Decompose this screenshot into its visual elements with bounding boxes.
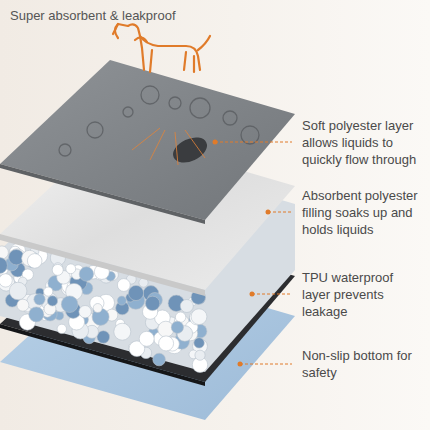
callout-text: TPU waterproof layer prevents leakage [302, 269, 420, 320]
bead [180, 300, 193, 313]
bead [145, 296, 159, 310]
bead [117, 279, 130, 292]
bead [0, 246, 8, 259]
top-edge [0, 164, 205, 224]
bead [61, 296, 78, 313]
bead [195, 350, 205, 360]
bead [27, 254, 42, 269]
absorbent-edge [0, 234, 205, 296]
callout-text: Non-slip bottom for safety [302, 347, 420, 381]
callout-text: Absorbent polyester filling soaks up and… [302, 187, 420, 238]
bead [0, 274, 12, 287]
bead [93, 304, 102, 313]
bead [194, 338, 204, 348]
leader-dots [213, 140, 271, 367]
bead [57, 324, 66, 333]
bead [66, 264, 76, 274]
bead [47, 296, 57, 306]
bead [52, 264, 63, 275]
top-pattern [59, 86, 259, 156]
bead [17, 299, 29, 311]
bead [114, 323, 131, 340]
bead [79, 267, 93, 281]
bead [97, 331, 110, 344]
dog-icon [113, 24, 210, 72]
bead [171, 321, 183, 333]
bead [79, 306, 91, 318]
bead [175, 312, 185, 322]
bead [0, 257, 7, 273]
bead [159, 336, 174, 351]
bead [34, 294, 45, 305]
bead [117, 296, 126, 305]
bead [29, 307, 44, 322]
liquid-rays [132, 128, 205, 165]
leader-lines [215, 142, 292, 364]
top-layer [0, 60, 295, 220]
bead [139, 331, 154, 346]
bead [128, 285, 143, 300]
callout-text: Soft polyester layer allows liquids to q… [302, 117, 420, 168]
bead [153, 353, 166, 366]
bead [191, 309, 207, 325]
title: Super absorbent & leakproof [10, 8, 176, 23]
bead [9, 282, 27, 300]
bead [44, 287, 53, 296]
